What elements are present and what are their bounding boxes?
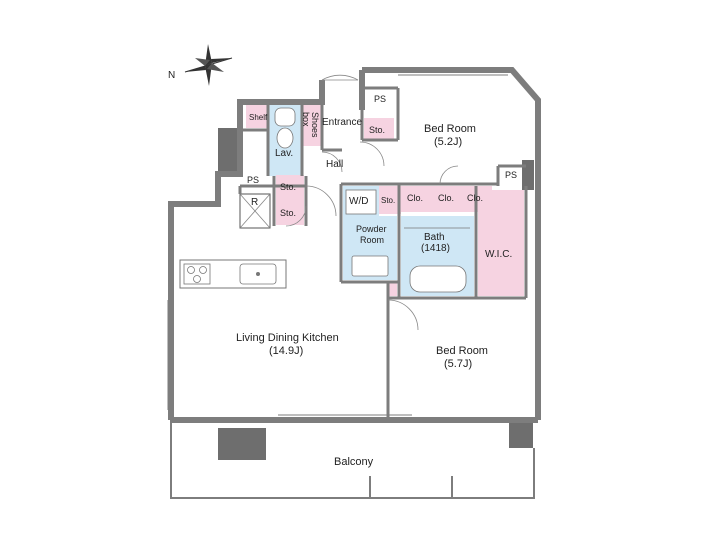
bedroom2-size: (5.7J) bbox=[444, 358, 472, 370]
shelf-label: Shelf bbox=[249, 113, 268, 122]
shoes-box-fill bbox=[302, 104, 322, 146]
ldk-name: Living Dining Kitchen bbox=[236, 332, 339, 344]
powder-label-2: Room bbox=[360, 235, 384, 245]
shelf-fill bbox=[246, 104, 268, 128]
bathtub-icon bbox=[409, 265, 467, 293]
balcony-label: Balcony bbox=[334, 456, 374, 468]
sto-top-label: Sto. bbox=[369, 125, 385, 135]
entrance-label: Entrance bbox=[322, 117, 362, 128]
clo1-label: Clo. bbox=[407, 193, 423, 203]
sto-top-fill bbox=[364, 118, 394, 140]
bedroom1-size: (5.2J) bbox=[434, 136, 462, 148]
lav-sink-icon bbox=[274, 107, 296, 127]
ps-right-label: PS bbox=[505, 170, 517, 180]
clo3-label: Clo. bbox=[467, 193, 483, 203]
toilet-icon bbox=[276, 127, 294, 149]
wd-label: W/D bbox=[349, 196, 368, 207]
bedroom1-name: Bed Room bbox=[424, 123, 476, 135]
closet-small-fill bbox=[389, 282, 397, 296]
shoes-box-label-2: box bbox=[301, 112, 311, 127]
balcony bbox=[170, 420, 535, 499]
bath-label: Bath bbox=[424, 232, 445, 243]
interior-walls bbox=[238, 86, 528, 420]
wic-label: W.I.C. bbox=[485, 249, 512, 260]
ps-left-label: PS bbox=[247, 175, 259, 185]
shoes-box-label-1: Shoes bbox=[310, 112, 320, 138]
clo2-fill bbox=[433, 186, 463, 212]
refrigerator-label: R bbox=[251, 197, 258, 208]
ps-top-label: PS bbox=[374, 94, 386, 104]
ldk-size: (14.9J) bbox=[269, 345, 303, 357]
fixtures bbox=[274, 107, 470, 293]
kitchen-counter bbox=[179, 259, 287, 289]
windows bbox=[167, 69, 508, 422]
sto-mid-label: Sto. bbox=[381, 196, 395, 205]
clo2-label: Clo. bbox=[438, 193, 454, 203]
bedroom2-name: Bed Room bbox=[436, 345, 488, 357]
sto-mid-fill bbox=[379, 186, 401, 214]
door-swings bbox=[285, 74, 459, 331]
lav-label: Lav. bbox=[275, 148, 293, 159]
sto-left2-label: Sto. bbox=[280, 208, 296, 218]
powder-label-1: Powder bbox=[356, 224, 387, 234]
bath-size-label: (1418) bbox=[421, 243, 450, 254]
compass-north-label: N bbox=[168, 70, 175, 81]
wic-fill bbox=[478, 190, 524, 296]
sto-left1-label: Sto. bbox=[280, 182, 296, 192]
washer-icon bbox=[345, 189, 377, 215]
stove-icon bbox=[183, 263, 211, 285]
clo1-fill bbox=[401, 186, 433, 212]
powder-sink-icon bbox=[351, 255, 389, 277]
hall-label: Hall bbox=[326, 159, 343, 170]
compass-rose-icon: N bbox=[168, 44, 233, 86]
